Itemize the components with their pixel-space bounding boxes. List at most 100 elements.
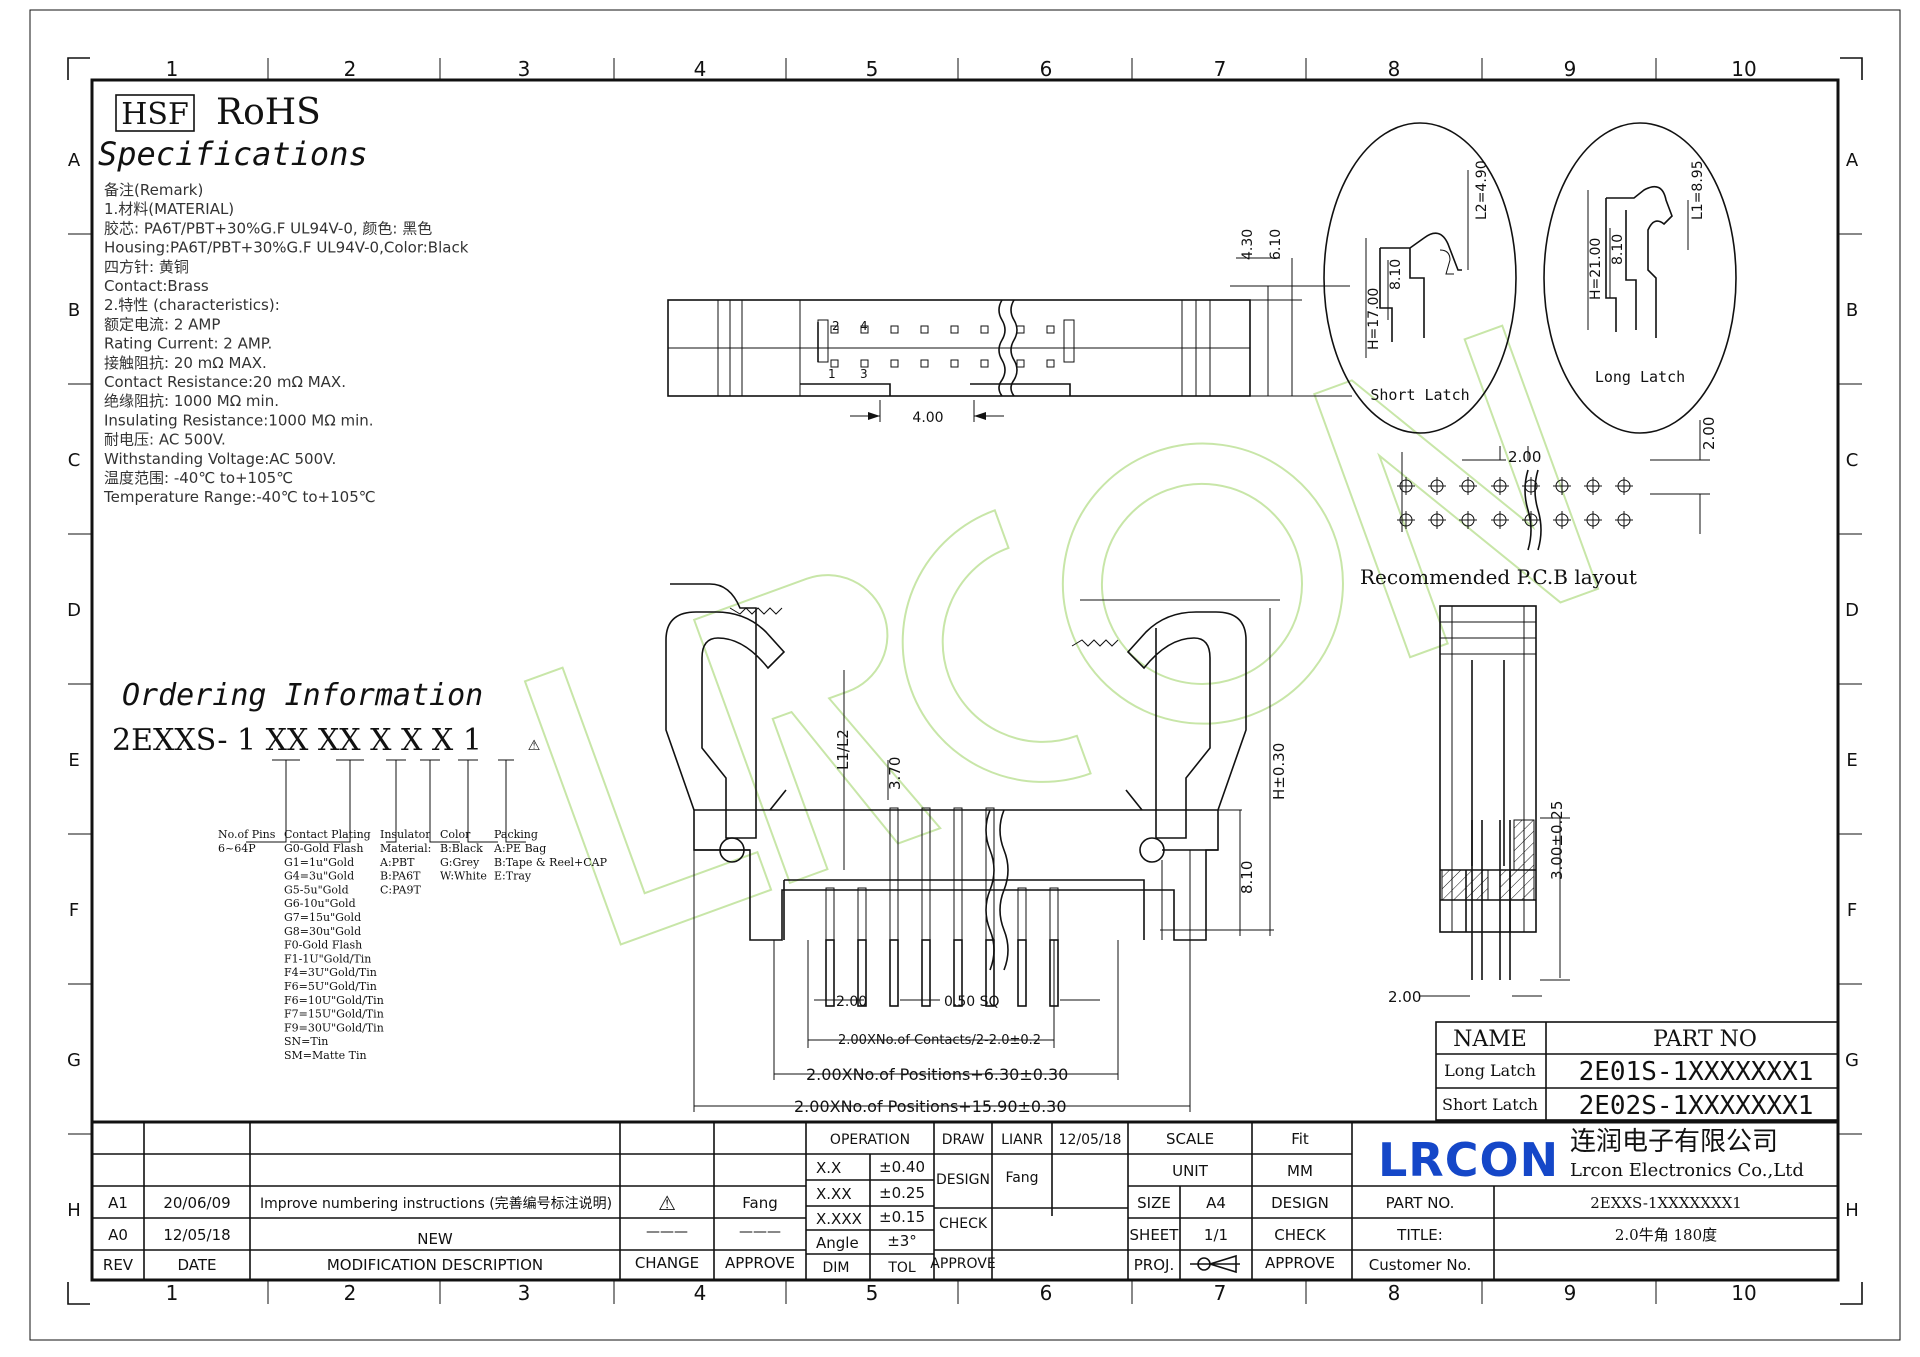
svg-text:MM: MM bbox=[1287, 1162, 1313, 1180]
top-pin bbox=[860, 359, 869, 368]
svg-text:DRAW: DRAW bbox=[942, 1132, 985, 1148]
svg-text:PART NO.: PART NO. bbox=[1386, 1194, 1455, 1212]
grid-ticks bbox=[68, 58, 1862, 1304]
warning-icon: ⚠ bbox=[658, 1191, 676, 1215]
svg-text:SHEET: SHEET bbox=[1130, 1226, 1180, 1244]
grid-col-label: 4 bbox=[694, 1281, 707, 1305]
ordering-col-line: A:PE Bag bbox=[493, 842, 546, 855]
svg-text:4: 4 bbox=[860, 319, 868, 333]
pcb-hole bbox=[1459, 511, 1477, 529]
grid-row-label: H bbox=[67, 1200, 81, 1221]
grid-row-label: G bbox=[1845, 1050, 1859, 1071]
ordering-col-line: SN=Tin bbox=[284, 1035, 328, 1048]
sheet-border bbox=[29, 9, 1901, 1341]
grid-col-label: 6 bbox=[1040, 1281, 1053, 1305]
pcb-row: 2.00 bbox=[1700, 417, 1718, 450]
pcb-layout bbox=[1397, 477, 1633, 529]
ordering-code: 2EXXS- 1 XX XX X X X 1 bbox=[112, 723, 482, 758]
pcb-hole bbox=[1428, 511, 1446, 529]
ordering-leaders bbox=[246, 759, 526, 843]
top-pin bbox=[890, 359, 899, 368]
svg-text:———: ——— bbox=[646, 1224, 688, 1240]
watermark-logo bbox=[523, 324, 1600, 946]
grid-col-label: 5 bbox=[866, 1281, 879, 1305]
pcb-hole bbox=[1397, 477, 1415, 495]
grid-col-label: 7 bbox=[1214, 1281, 1227, 1305]
svg-text:6.10: 6.10 bbox=[1268, 229, 1284, 260]
spec-line: Insulating Resistance:1000 MΩ min. bbox=[104, 411, 374, 429]
grid-row-label: E bbox=[1846, 750, 1857, 771]
svg-text:1: 1 bbox=[828, 367, 836, 381]
svg-text:8.10: 8.10 bbox=[1610, 234, 1626, 265]
spec-line: Temperature Range:-40℃ to+105℃ bbox=[103, 488, 376, 506]
top-pin bbox=[980, 359, 989, 368]
ordering-col-line: 6~64P bbox=[218, 842, 256, 855]
ordering-col-line: G4=3u"Gold bbox=[284, 870, 354, 883]
svg-text:H=21.00: H=21.00 bbox=[1588, 238, 1604, 300]
svg-text:DESIGN: DESIGN bbox=[1271, 1194, 1329, 1212]
ordering-col-line: F4=3U"Gold/Tin bbox=[284, 966, 377, 979]
pcb-hole bbox=[1584, 511, 1602, 529]
svg-text:H=17.00: H=17.00 bbox=[1366, 288, 1382, 350]
grid-row-label: F bbox=[1847, 900, 1857, 921]
spec-lines: 备注(Remark)1.材料(MATERIAL)胶芯: PA6T/PBT+30%… bbox=[103, 181, 469, 506]
front-pin bbox=[825, 887, 835, 1007]
spec-line: 温度范围: -40℃ to+105℃ bbox=[104, 469, 293, 487]
short-latch-detail: H=17.00 8.10 L2=4.90 Short Latch bbox=[1323, 122, 1517, 434]
ordering-col-head: Contact Plating bbox=[284, 828, 371, 841]
grid-row-label: E bbox=[68, 750, 79, 771]
svg-text:SCALE: SCALE bbox=[1166, 1130, 1214, 1148]
svg-text:Long Latch: Long Latch bbox=[1444, 1061, 1536, 1080]
title-block bbox=[90, 1120, 1840, 1282]
ordering-col-line: G6-10u"Gold bbox=[284, 897, 356, 910]
grid-col-label: 4 bbox=[694, 57, 707, 81]
spec-line: Withstanding Voltage:AC 500V. bbox=[104, 450, 336, 468]
spec-line: Rating Current: 2 AMP. bbox=[104, 335, 272, 353]
pcb-hole bbox=[1428, 477, 1446, 495]
spec-line: Contact Resistance:20 mΩ MAX. bbox=[104, 373, 346, 391]
svg-text:LIANR: LIANR bbox=[1001, 1132, 1043, 1148]
grid-col-label: 1 bbox=[166, 1281, 179, 1305]
spec-line: 2.特性 (characteristics): bbox=[104, 296, 280, 314]
ordering-col-line: G8=30u"Gold bbox=[284, 925, 361, 938]
svg-text:———: ——— bbox=[739, 1224, 781, 1240]
svg-text:±0.40: ±0.40 bbox=[879, 1158, 925, 1176]
svg-text:2: 2 bbox=[832, 319, 840, 333]
svg-text:Fang: Fang bbox=[1005, 1170, 1038, 1186]
svg-text:REV: REV bbox=[103, 1256, 134, 1274]
front-pin bbox=[857, 887, 867, 1007]
side-view: 3.00±0.25 2.00 bbox=[1388, 605, 1570, 1006]
top-pin bbox=[860, 325, 869, 334]
tolerance-table: OPERATION X.X ±0.40 X.XX ±0.25 X.XXX ±0.… bbox=[816, 1132, 925, 1276]
svg-text:UNIT: UNIT bbox=[1172, 1162, 1209, 1180]
svg-text:2E02S-1XXXXXXX1: 2E02S-1XXXXXXX1 bbox=[1579, 1091, 1814, 1121]
corner-marks bbox=[67, 57, 1863, 1305]
pcb-hole bbox=[1397, 511, 1415, 529]
company-en: Lrcon Electronics Co.,Ltd bbox=[1570, 1160, 1804, 1181]
pcb-hole bbox=[1615, 511, 1633, 529]
ordering-col-line: SM=Matte Tin bbox=[284, 1049, 367, 1062]
grid-row-label: C bbox=[68, 450, 81, 471]
grid-col-label: 6 bbox=[1040, 57, 1053, 81]
grid-col-label: 8 bbox=[1388, 57, 1401, 81]
svg-text:DATE: DATE bbox=[177, 1256, 216, 1274]
svg-text:X.XXX: X.XXX bbox=[816, 1210, 862, 1228]
grid-row-label: G bbox=[67, 1050, 81, 1071]
ordering-col-head: Packing bbox=[494, 828, 538, 841]
top-pin bbox=[1016, 325, 1025, 334]
svg-text:Angle: Angle bbox=[816, 1234, 859, 1252]
svg-text:APPROVE: APPROVE bbox=[725, 1254, 795, 1272]
signoff-table: DRAW LIANR 12/05/18 DESIGN Fang CHECK AP… bbox=[930, 1132, 1121, 1272]
svg-text:2.00: 2.00 bbox=[836, 994, 867, 1010]
grid-row-label: A bbox=[1846, 150, 1859, 171]
front-view: L1/L2 3.70 H±0.30 8.10 2.00 0.50 SQ 2.00… bbox=[665, 583, 1288, 1116]
spec-line: 接触阻抗: 20 mΩ MAX. bbox=[104, 354, 267, 372]
svg-text:4.30: 4.30 bbox=[1240, 229, 1256, 260]
svg-text:0.50 SQ: 0.50 SQ bbox=[944, 994, 1000, 1010]
grid-row-label: H bbox=[1845, 1200, 1859, 1221]
svg-text:3: 3 bbox=[860, 367, 868, 381]
svg-text:CHANGE: CHANGE bbox=[635, 1254, 699, 1272]
ordering-col-line: B:Tape & Reel+CAP bbox=[494, 856, 608, 869]
warning-icon: ⚠ bbox=[528, 731, 540, 755]
front-pin bbox=[1017, 887, 1027, 1007]
